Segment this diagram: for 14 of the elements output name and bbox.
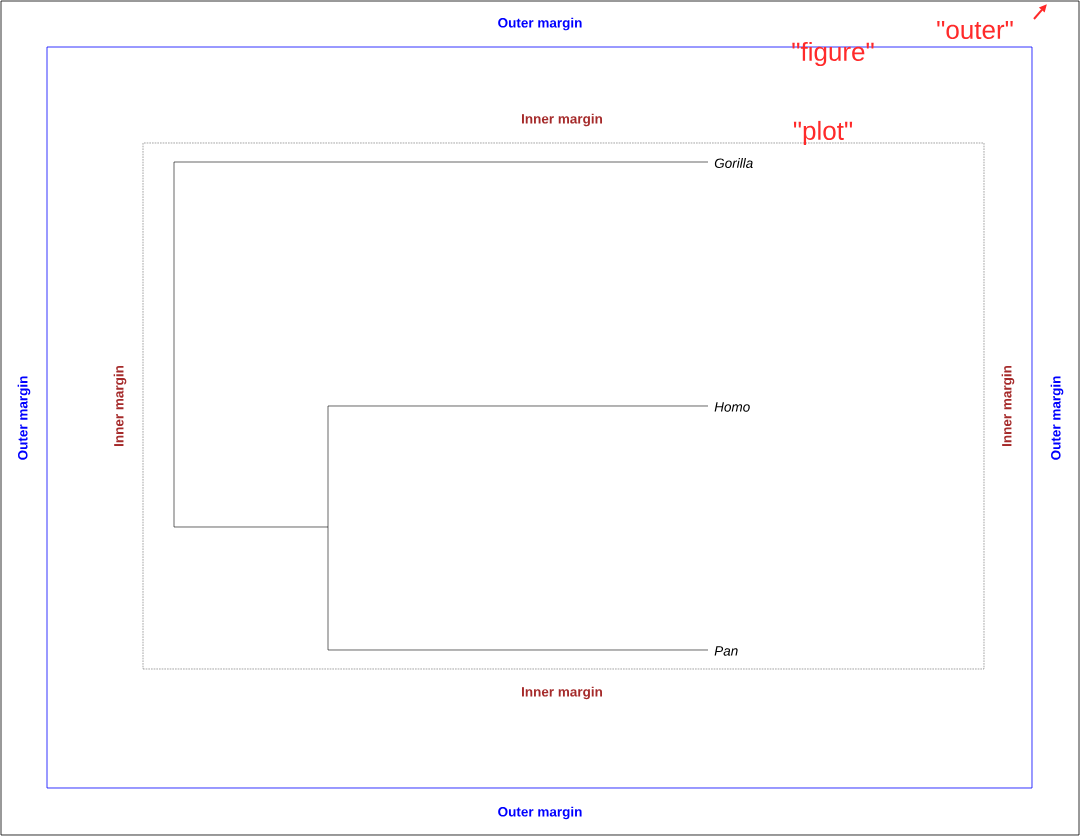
- margin-label: Outer margin: [1050, 376, 1064, 460]
- margin-label: Inner margin: [522, 686, 602, 700]
- margin-label: Outer margin: [498, 806, 582, 820]
- annotation-text: "outer": [937, 20, 1013, 40]
- annotation-text: "figure": [792, 41, 874, 67]
- margin-label: Inner margin: [1001, 365, 1015, 446]
- margin-label: Inner margin: [522, 113, 602, 127]
- leaf-label: Homo: [714, 402, 750, 412]
- leaf-label: Pan: [714, 646, 738, 656]
- margin-label: Outer margin: [17, 376, 31, 460]
- leaf-label: Gorilla: [714, 158, 753, 168]
- margin-label: Inner margin: [113, 365, 127, 446]
- margin-label: Outer margin: [498, 17, 582, 31]
- annotation-text: "plot": [793, 120, 853, 146]
